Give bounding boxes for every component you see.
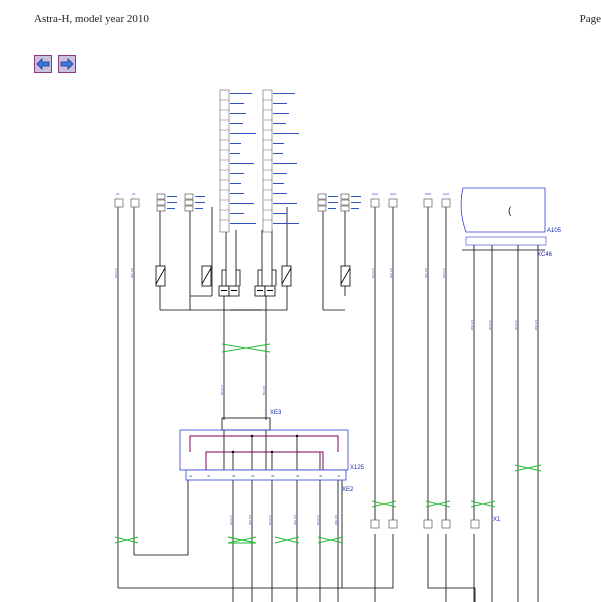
x125-pin-8: 47 bbox=[337, 474, 341, 478]
wire-label-bot-gn-3: GN 0.5 bbox=[316, 515, 320, 525]
label-xc46: XC46 bbox=[537, 252, 553, 258]
wire-label-bot-wh-2: WH 0.5 bbox=[293, 515, 297, 525]
back-button[interactable] bbox=[34, 55, 52, 73]
a105-module bbox=[460, 187, 546, 233]
arrow-left-icon bbox=[36, 58, 50, 70]
strip-dividers bbox=[220, 99, 272, 221]
wire-label-gn-1: GN 0.5 bbox=[114, 268, 118, 278]
label-x125: X125 bbox=[350, 465, 365, 471]
conn-label-2f-a: 2F bbox=[116, 192, 120, 196]
wire-label-gn-a105-2: GN 0.5 bbox=[514, 320, 518, 330]
x125-pin-5: 38 bbox=[271, 474, 275, 478]
wire-label-wh-3: WH 0.5 bbox=[424, 268, 428, 278]
conn-label-sao-b: SAO bbox=[390, 192, 397, 196]
cross-markers bbox=[114, 343, 542, 544]
wire-label-wh-2: WH 0.5 bbox=[389, 268, 393, 278]
lower-connectors bbox=[370, 519, 480, 529]
wire-label-wh-a105-1: WH 0.5 bbox=[470, 320, 474, 330]
wire-label-gn-mid: GN 0.5 bbox=[220, 385, 224, 395]
relay-loops bbox=[221, 269, 277, 286]
x125-pin-6: 48 bbox=[296, 474, 300, 478]
x125-pin-2: 40 bbox=[207, 474, 211, 478]
center-relays bbox=[218, 285, 276, 297]
x125-junction-dots bbox=[231, 434, 299, 454]
x125-pin-3: 38 bbox=[232, 474, 236, 478]
arrow-right-icon bbox=[60, 58, 74, 70]
wire-label-gn-3: GN 0.5 bbox=[442, 268, 446, 278]
wire-label-gn-2: GN 0.5 bbox=[371, 268, 375, 278]
label-a105: A105 bbox=[547, 228, 562, 234]
strip-text-lines bbox=[167, 93, 361, 224]
wires bbox=[117, 207, 545, 602]
diode-symbols bbox=[155, 265, 351, 287]
label-x1: X1 bbox=[493, 517, 501, 523]
x125-pin-1: 40 bbox=[189, 474, 193, 478]
wire-label-bot-gn-1: GN 0.5 bbox=[229, 515, 233, 525]
conn-label-sao-a: SAO bbox=[372, 192, 379, 196]
x125-inner-bottom bbox=[205, 451, 324, 470]
wire-label-bot-wh-1: WH 0.5 bbox=[248, 515, 252, 525]
label-xe3: XE3 bbox=[270, 410, 282, 416]
center-relay-marks bbox=[221, 290, 273, 291]
wire-label-bot-wh-3: WH 0.5 bbox=[334, 515, 338, 525]
label-xe2: XE2 bbox=[342, 487, 354, 493]
document-title: Astra-H, model year 2010 bbox=[34, 13, 149, 25]
xe2-pin-strip bbox=[185, 469, 347, 481]
conn-label-2f-b: 2F bbox=[132, 192, 136, 196]
wire-label-bu-mid: BU 0.5 bbox=[262, 385, 266, 395]
center-connector-strips bbox=[219, 89, 273, 233]
x125-pin-4: 43 bbox=[251, 474, 255, 478]
wire-label-wh-4: WH 0.5 bbox=[534, 320, 538, 330]
wire-label-wh-1: WH 0.5 bbox=[130, 268, 134, 278]
conn-label-sao-d: SAO bbox=[443, 192, 450, 196]
a105-symbol: ( bbox=[508, 206, 512, 217]
diode-slashes bbox=[155, 267, 351, 285]
wire-label-bot-gn-2: GN 0.5 bbox=[268, 515, 272, 525]
x125-inner-top bbox=[189, 435, 339, 452]
forward-button[interactable] bbox=[58, 55, 76, 73]
x125-pin-7: 45 bbox=[319, 474, 323, 478]
wire-label-gn-4: GN 0.5 bbox=[488, 320, 492, 330]
top-connectors bbox=[114, 193, 451, 212]
conn-label-sao-c: SAO bbox=[425, 192, 432, 196]
xc46-pin-strip bbox=[465, 236, 547, 246]
page-label: Page bbox=[579, 13, 601, 25]
